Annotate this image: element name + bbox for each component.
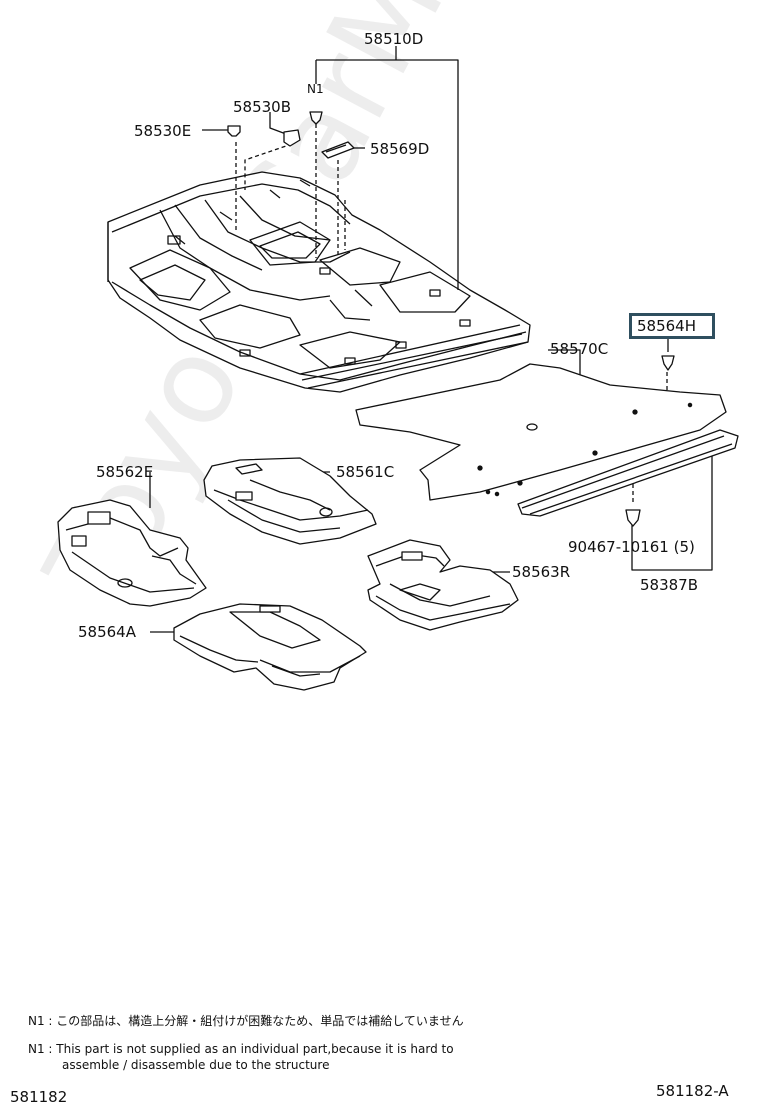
clip-58564H-icon [661, 355, 675, 371]
label-58569D[interactable]: 58569D [370, 140, 430, 158]
pad-58569D [321, 141, 355, 159]
clip-58530B-icon [283, 129, 301, 147]
label-58564A[interactable]: 58564A [78, 623, 136, 641]
label-58562E[interactable]: 58562E [96, 463, 154, 481]
mat-58564A [173, 603, 367, 691]
label-58510D[interactable]: 58510D [364, 30, 424, 48]
label-58563R[interactable]: 58563R [512, 563, 571, 581]
note-en-line2: assemble / disassemble due to the struct… [62, 1058, 330, 1072]
clip-58530E-icon [227, 125, 241, 137]
mat-58563R [367, 539, 519, 631]
footer-code-right: 581182-A [656, 1082, 729, 1100]
footer-code-left: 581182 [10, 1088, 68, 1106]
label-58530E[interactable]: 58530E [134, 122, 192, 140]
label-n1: N1 [307, 82, 324, 96]
label-90467-10161[interactable]: 90467-10161 (5) [568, 538, 695, 556]
highlight-box-58564H [629, 313, 715, 339]
mat-58561C [203, 457, 377, 545]
mat-58562E [57, 499, 207, 607]
floor-carpet-assembly [107, 171, 531, 393]
clip-90467-icon [625, 509, 641, 527]
label-58530B[interactable]: 58530B [233, 98, 292, 116]
label-58387B[interactable]: 58387B [640, 576, 699, 594]
note-en-line1: N1 : This part is not supplied as an ind… [28, 1042, 454, 1056]
rear-floor-sheet-58570C [355, 363, 727, 501]
label-58561C[interactable]: 58561C [336, 463, 395, 481]
note-jp: N1 : この部品は、構造上分解・組付けが困難なため、単品では補給していません [28, 1014, 464, 1028]
scuff-plate-58387B [517, 429, 739, 517]
clips [227, 111, 675, 527]
label-58570C[interactable]: 58570C [550, 340, 609, 358]
label-58564H[interactable]: 58564H [637, 317, 696, 335]
clip-n1-icon [309, 111, 323, 125]
